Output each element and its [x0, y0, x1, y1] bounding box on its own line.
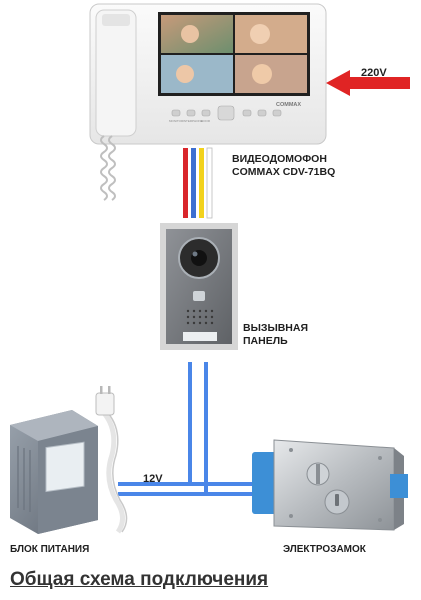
wire-red: [183, 148, 188, 218]
monitor-label-line2: COMMAX CDV-71BQ: [232, 165, 336, 178]
speaker-grille: [186, 309, 214, 325]
button-label-monitor: MONITOR: [169, 119, 184, 123]
electric-lock-label: ЭЛЕКТРОЗАМОК: [283, 544, 366, 555]
video-intercom-monitor: COMMAX MONITOR INTERPHONE DOOR: [89, 3, 327, 201]
wire-white: [206, 147, 213, 219]
mains-power-arrow: [326, 70, 410, 96]
mains-plug: [95, 392, 115, 416]
power-supply-unit: [10, 386, 128, 534]
button-label-interphone: INTERPHONE: [183, 119, 203, 123]
name-plate: [183, 332, 217, 341]
wire-yellow: [199, 148, 204, 218]
monitor-to-panel-wires: [183, 147, 213, 219]
wire-blue: [191, 148, 196, 218]
electric-lock: [252, 439, 408, 531]
button-label-door: DOOR: [201, 119, 211, 123]
monitor-label: ВИДЕОДОМОФОН COMMAX CDV-71BQ: [232, 153, 335, 178]
lock-strike-plate: [252, 452, 278, 514]
call-panel: [160, 223, 238, 350]
call-panel-label: ВЫЗЫВНАЯ ПАНЕЛЬ: [243, 322, 308, 347]
diagram-title: Общая схема подключения: [10, 569, 269, 590]
handset-cord: [100, 135, 116, 201]
call-panel-label-line1: ВЫЗЫВНАЯ: [243, 322, 309, 334]
monitor-buttons: [171, 105, 282, 121]
monitor-label-line1: ВИДЕОДОМОФОН: [232, 153, 327, 165]
call-panel-label-line2: ПАНЕЛЬ: [243, 334, 288, 347]
call-button: [193, 291, 205, 301]
mains-voltage-label: 220V: [361, 67, 387, 79]
psu-vent-ribs: [17, 446, 31, 512]
handset: [95, 9, 137, 137]
monitor-brand: COMMAX: [276, 102, 301, 108]
psu-label-sticker: [45, 441, 85, 493]
low-voltage-label: 12V: [143, 473, 163, 485]
power-supply-label: БЛОК ПИТАНИЯ: [10, 544, 90, 555]
